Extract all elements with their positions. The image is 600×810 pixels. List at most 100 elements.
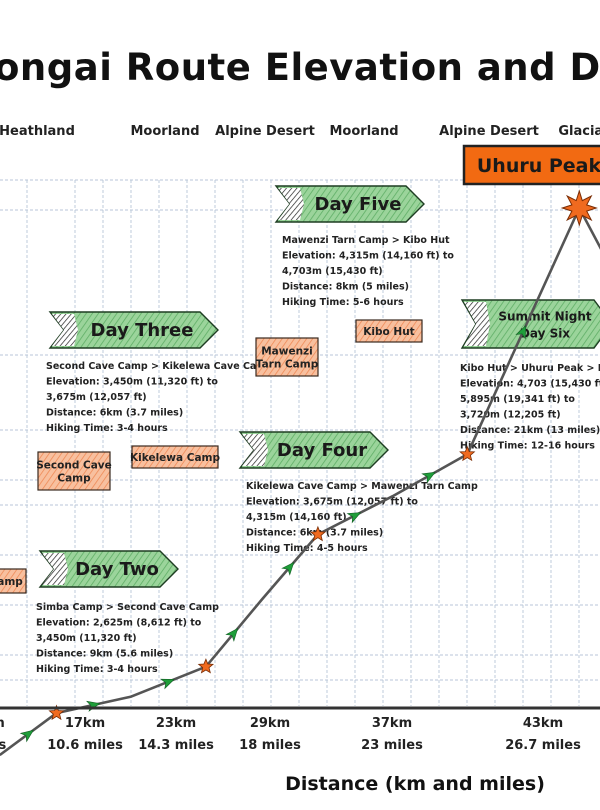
camp-label-text: Kibo Hut <box>363 326 414 338</box>
camp-label-box <box>0 568 27 594</box>
day-info-line: 3,450m (11,320 ft) <box>36 633 137 644</box>
day-banner: Day Five <box>274 185 425 223</box>
x-tick-km: 43km <box>523 716 563 731</box>
camp-label-box <box>355 319 423 343</box>
day-info-line: Elevation: 4,703 (15,430 ft) to <box>460 379 600 390</box>
summit-star-marker <box>560 189 598 227</box>
day-info-line: Distance: 6km (3.7 miles) <box>46 408 183 419</box>
camp-label-text: Tarn Camp <box>256 359 319 371</box>
day-info-line: Hiking Time: 3-4 hours <box>46 423 168 434</box>
day-info-line: 4,703m (15,430 ft) <box>282 266 383 277</box>
camp-star-marker <box>48 704 65 721</box>
day-info-line: Elevation: 2,625m (8,612 ft) to <box>36 618 202 629</box>
day-banner: Day Four <box>238 431 389 469</box>
camp-label: Kibo Hut <box>355 319 423 343</box>
x-tick-km: 23km <box>156 716 196 731</box>
day-banner-tail <box>52 314 78 346</box>
camp-label-text: Second Cave <box>36 460 112 472</box>
day-banner-label: Day Two <box>75 559 159 580</box>
route-arrows <box>19 324 527 743</box>
x-tick-miles: 18 miles <box>239 738 301 753</box>
day-info-block: Kikelewa Cave Camp > Mawenzi Tarn CampEl… <box>246 481 478 554</box>
day-info-line: Kikelewa Cave Camp > Mawenzi Tarn Camp <box>246 481 478 492</box>
day-info-line: Hiking Time: 3-4 hours <box>36 664 158 675</box>
day-banner: Day Three <box>48 311 219 349</box>
camp-label-box <box>131 445 219 469</box>
x-tick-miles: 23 miles <box>361 738 423 753</box>
day-info-line: Elevation: 3,675m (12,057 ft) to <box>246 497 418 508</box>
camp-label-text: amp <box>0 576 23 588</box>
zone-label: Moorland <box>131 124 200 139</box>
day-banner-tail <box>42 553 68 585</box>
day-info-block: Simba Camp > Second Cave CampElevation: … <box>36 602 219 675</box>
x-tick-km: 37km <box>372 716 412 731</box>
x-tick-labels: m es 17km 10.6 miles 23km 14.3 miles 29km 18 mi… <box>0 716 581 753</box>
day-info-blocks: Simba Camp > Second Cave CampElevation: … <box>36 235 600 675</box>
day-info-line: Distance: 21km (13 miles) <box>460 425 600 436</box>
day-info-line: Elevation: 3,450m (11,320 ft) to <box>46 377 218 388</box>
day-banner-tail <box>278 188 304 220</box>
day-info-line: 4,315m (14,160 ft) <box>246 512 347 523</box>
day-info-line: Kibo Hut > Uhuru Peak > Horom <box>460 363 600 374</box>
day-info-line: Hiking Time: 12-16 hours <box>460 441 595 452</box>
camp-label-text: Mawenzi <box>261 346 313 358</box>
camp-star-marker <box>459 445 476 462</box>
x-axis-label: Distance (km and miles) <box>285 773 545 795</box>
x-tick-km: 17km <box>65 716 105 731</box>
day-info-line: Elevation: 4,315m (14,160 ft) to <box>282 251 454 262</box>
day-banner-tail <box>464 302 490 346</box>
x-tick-km: m <box>0 716 5 731</box>
camp-star-marker <box>197 658 215 674</box>
day-info-line: Distance: 9km (5.6 miles) <box>36 649 173 660</box>
day-info-line: 5,895m (19,341 ft) to <box>460 394 575 405</box>
day-info-line: 3,675m (12,057 ft) <box>46 392 147 403</box>
day-info-block: Kibo Hut > Uhuru Peak > HoromElevation: … <box>460 363 600 452</box>
camp-label-box <box>37 451 111 491</box>
day-info-line: Distance: 8km (5 miles) <box>282 282 409 293</box>
day-info-line: 3,720m (12,205 ft) <box>460 410 561 421</box>
day-banner-label: Day Five <box>315 194 402 215</box>
day-banner-label: Day Six <box>520 327 570 341</box>
day-info-block: Second Cave Camp > Kikelewa Cave CampEle… <box>46 361 273 434</box>
x-tick-miles: 14.3 miles <box>138 738 214 753</box>
summit-group: Uhuru Peak <box>462 144 600 227</box>
zone-label: Heathland <box>0 124 75 139</box>
summit-label-box <box>462 144 600 186</box>
route-arrow-marker <box>515 324 527 340</box>
chart-title: ongai Route Elevation and Distanc <box>0 46 600 89</box>
x-tick-km: 29km <box>250 716 290 731</box>
day-banner-label: Day Three <box>91 320 194 341</box>
summit-label-text: Uhuru Peak <box>477 155 600 177</box>
zone-label: Moorland <box>330 124 399 139</box>
camp-star-marker <box>309 525 327 542</box>
route-arrow-marker <box>19 729 34 743</box>
camp-label: amp <box>0 568 27 594</box>
camp-label: Kikelewa Camp <box>130 445 220 469</box>
route-arrow-marker <box>346 512 362 524</box>
route-arrow-marker <box>421 471 436 484</box>
zone-label: Glacial <box>558 124 600 139</box>
day-info-line: Second Cave Camp > Kikelewa Cave Camp <box>46 361 273 372</box>
day-info-line: Simba Camp > Second Cave Camp <box>36 602 219 613</box>
route-arrow-marker <box>281 561 295 576</box>
x-tick-miles: 26.7 miles <box>505 738 581 753</box>
day-banner-label: Summit Night <box>498 310 592 324</box>
x-tick-miles: es <box>0 738 7 753</box>
zone-label: Alpine Desert <box>215 124 315 139</box>
camp-label-box <box>255 337 319 377</box>
route-arrow-marker <box>160 678 175 690</box>
x-tick-miles: 10.6 miles <box>47 738 123 753</box>
day-banner-tail <box>242 434 268 466</box>
camp-label-text: Camp <box>57 473 91 485</box>
day-banner-label: Day Four <box>277 440 367 461</box>
day-banner: Day Two <box>38 550 179 588</box>
day-info-line: Hiking Time: 5-6 hours <box>282 297 404 308</box>
